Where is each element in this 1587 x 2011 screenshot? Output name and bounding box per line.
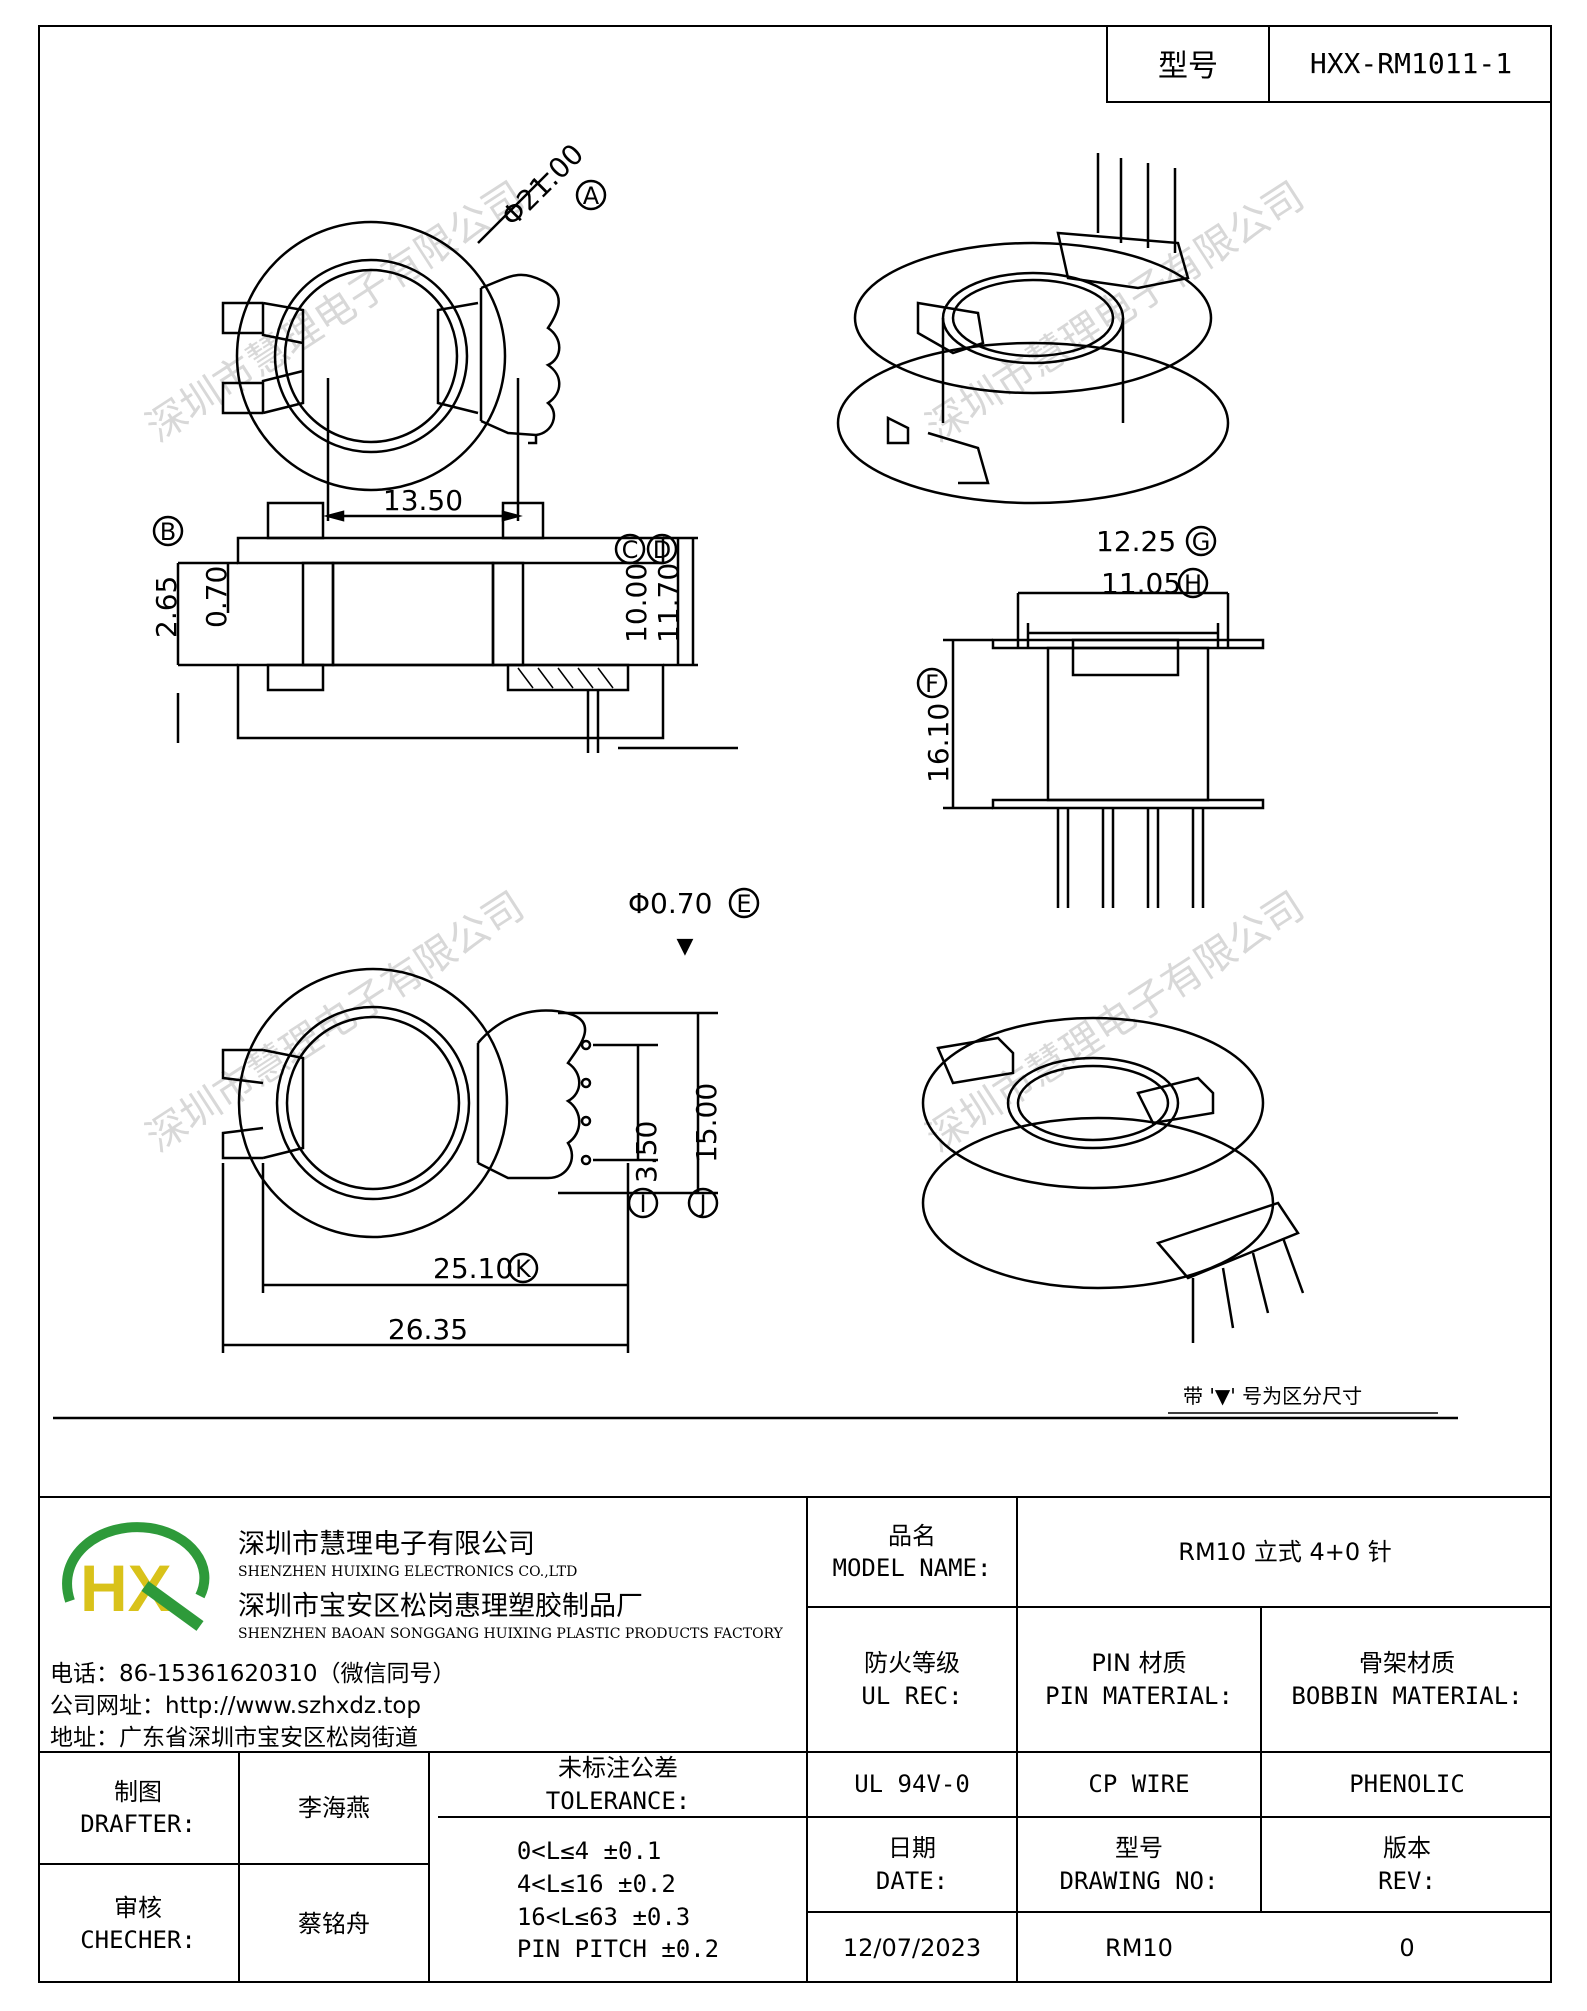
dim-c-10-00: 10.00 xyxy=(620,563,653,643)
factory-name-cn: 深圳市宝安区松岗惠理塑胶制品厂 xyxy=(238,1591,643,1622)
ref-b: B xyxy=(160,518,176,546)
dim-j-15-00: 15.00 xyxy=(690,1083,723,1163)
dim-0-70: 0.70 xyxy=(200,566,233,628)
checker-name: 蔡铭舟 xyxy=(298,1909,370,1938)
company-name-en: SHENZHEN HUIXING ELECTRONICS CO.,LTD xyxy=(238,1564,578,1580)
model-value: HXX-RM1011-1 xyxy=(1309,46,1513,80)
rev-value: 0 xyxy=(1399,1933,1415,1962)
ref-h: H xyxy=(1184,570,1202,598)
side-view: 2.65 0.70 B 10.00 11.70 C D Φ0.70 E ▼ xyxy=(150,501,760,959)
dim-b-2-65: 2.65 xyxy=(150,576,183,638)
tolerance-line-1: 0<L≤4 ±0.1 xyxy=(516,1837,662,1866)
pin-material-value: CP WIRE xyxy=(1088,1770,1190,1799)
dim-f-16-10: 16.10 xyxy=(922,703,955,783)
model-number-box: 型号 HXX-RM1011-1 xyxy=(1106,25,1552,103)
dim-width-13-50: 13.50 xyxy=(383,484,463,517)
iso-view-top xyxy=(836,153,1230,505)
factory-name-en: SHENZHEN BAOAN SONGGANG HUIXING PLASTIC … xyxy=(238,1626,783,1642)
technical-drawing: 深圳市慧理电子有限公司 深圳市慧理电子有限公司 深圳市慧理电子有限公司 深圳市慧… xyxy=(53,137,1458,1420)
title-block: HX 深圳市慧理电子有限公司 SHENZHEN HUIXING ELECTRON… xyxy=(38,1496,1552,1983)
dim-k-25-10: 25.10 xyxy=(433,1252,513,1285)
company-name-cn: 深圳市慧理电子有限公司 xyxy=(238,1529,535,1560)
bottom-view: 3.50 I 15.00 J 25.10 K 26.35 xyxy=(221,967,723,1353)
iso-view-bottom xyxy=(921,1016,1305,1343)
dim-i-3-50: 3.50 xyxy=(630,1121,663,1183)
drawing-no-label: 型号 DRAWING NO: xyxy=(1059,1834,1219,1895)
company-website[interactable]: 公司网址：http://www.szhxdz.top xyxy=(50,1693,422,1719)
dim-e-0-70: Φ0.70 xyxy=(628,887,712,920)
dim-g-12-25: 12.25 xyxy=(1096,525,1176,558)
ref-e: E xyxy=(736,890,751,918)
date-label: 日期 DATE: xyxy=(875,1834,949,1895)
ref-f: F xyxy=(925,670,939,698)
drafter-name: 李海燕 xyxy=(298,1793,370,1822)
tolerance-line-2: 4<L≤16 ±0.2 xyxy=(516,1869,676,1898)
watermark-1: 深圳市慧理电子有限公司 xyxy=(138,173,532,451)
distinguish-note: 带 '▼' 号为区分尺寸 xyxy=(1183,1384,1362,1408)
model-label: 型号 xyxy=(1108,25,1270,101)
watermark-3: 深圳市慧理电子有限公司 xyxy=(138,883,532,1161)
bobbin-material-label: 骨架材质 BOBBIN MATERIAL: xyxy=(1291,1649,1523,1710)
tolerance-label: 未标注公差 TOLERANCE: xyxy=(545,1754,691,1815)
dim-d-11-70: 11.70 xyxy=(652,563,685,643)
tolerance-line-3: 16<L≤63 ±0.3 xyxy=(516,1902,691,1931)
company-phone: 电话：86-15361620310（微信同号） xyxy=(50,1661,456,1687)
dim-h-11-05: 11.05 xyxy=(1101,567,1181,600)
ul-rec-label: 防火等级 UL REC: xyxy=(861,1649,963,1710)
date-value: 12/07/2023 xyxy=(842,1933,982,1962)
tolerance-line-4: PIN PITCH ±0.2 xyxy=(516,1935,720,1964)
company-address: 地址：广东省深圳市宝安区松岗街道 xyxy=(50,1725,418,1751)
drawing-frame xyxy=(38,25,1552,1983)
front-view: 12.25 G 11.05 H 16.10 F xyxy=(916,525,1265,908)
ref-k: K xyxy=(515,1255,532,1283)
ref-j: J xyxy=(697,1190,706,1218)
ref-i: I xyxy=(639,1190,646,1218)
model-name-value: RM10 立式 4+0 针 xyxy=(1178,1537,1392,1566)
drawing-no-value: RM10 xyxy=(1105,1933,1173,1962)
company-info: HX 深圳市慧理电子有限公司 SHENZHEN HUIXING ELECTRON… xyxy=(38,1496,808,1752)
company-logo: HX xyxy=(62,1522,210,1631)
ul-value: UL 94V-0 xyxy=(854,1770,970,1799)
drafter-label: 制图 DRAFTER: xyxy=(80,1777,196,1838)
ref-a: A xyxy=(583,182,600,210)
model-name-label: 品名 MODEL NAME: xyxy=(832,1521,992,1582)
ref-g: G xyxy=(1192,528,1211,556)
tolerance-table: 0<L≤4 ±0.1 4<L≤16 ±0.2 16<L≤63 ±0.3 PIN … xyxy=(430,1818,806,1983)
ref-c: C xyxy=(622,536,639,564)
watermarks: 深圳市慧理电子有限公司 深圳市慧理电子有限公司 深圳市慧理电子有限公司 深圳市慧… xyxy=(138,173,1312,1161)
dim-total-26-35: 26.35 xyxy=(388,1313,468,1346)
bobbin-material-value: PHENOLIC xyxy=(1349,1770,1465,1799)
distinguish-marker: ▼ xyxy=(677,934,694,959)
ref-d: D xyxy=(653,536,671,564)
rev-label: 版本 REV: xyxy=(1378,1834,1436,1895)
pin-material-label: PIN 材质 PIN MATERIAL: xyxy=(1045,1649,1233,1710)
checker-label: 审核 CHECHER: xyxy=(80,1893,196,1954)
